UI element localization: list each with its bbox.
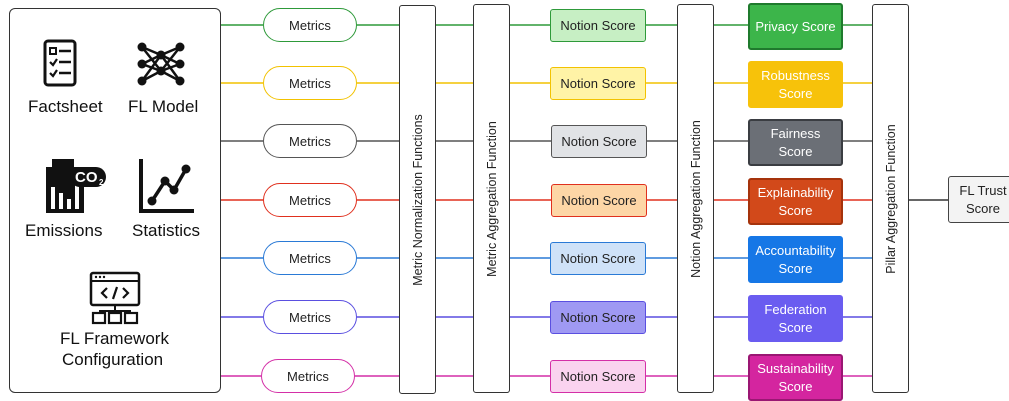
notion-aggregation-label: Notion Aggregation Function <box>688 119 703 278</box>
co2-factory-icon: CO 2 <box>46 159 106 213</box>
metrics-node: Metrics <box>263 66 357 100</box>
checklist-icon <box>43 39 77 87</box>
line-chart-icon <box>139 159 194 213</box>
metric-aggregation-label: Metric Aggregation Function <box>484 120 499 277</box>
code-window-icon <box>89 271 141 325</box>
pillar-score-label-line2: Score <box>778 85 813 101</box>
notion-score-box: Notion Score <box>550 301 646 334</box>
svg-text:CO: CO <box>75 169 98 186</box>
notion-score-box: Notion Score <box>550 67 646 100</box>
metric-normalization-functions: Metric Normalization Functions <box>399 5 436 394</box>
pillar-score-label-line2: Score <box>778 202 813 218</box>
emissions-label: Emissions <box>25 221 103 240</box>
fl-trust-line2: Score <box>966 200 1000 216</box>
metrics-node: Metrics <box>261 359 355 393</box>
metrics-node: Metrics <box>263 300 357 334</box>
notion-score-box: Notion Score <box>550 9 646 42</box>
metrics-node: Metrics <box>263 183 357 217</box>
pillar-score-label: Robustness <box>761 67 830 83</box>
fl-model-label: FL Model <box>128 97 199 116</box>
metric-aggregation-function: Metric Aggregation Function <box>473 4 510 393</box>
svg-text:2: 2 <box>99 178 104 187</box>
metrics-node: Metrics <box>263 8 357 42</box>
framework-label-line1: FL Framework <box>60 329 169 348</box>
pillar-score-label: Fairness <box>770 125 821 141</box>
pillar-score-label: Accountability <box>755 242 836 258</box>
notion-score-box: Notion Score <box>550 242 646 275</box>
pillar-score-label-line2: Score <box>778 260 813 276</box>
notion-score-box: Notion Score <box>551 184 647 217</box>
neural-network-icon <box>137 42 185 86</box>
pillar-score-label-line2: Score <box>778 319 813 335</box>
data-sources-panel: Factsheet FL Model CO 2 Emissions Statis… <box>9 8 221 393</box>
pillar-score-label: Explainability <box>757 184 834 200</box>
pillar-aggregation-function: Pillar Aggregation Function <box>872 4 909 393</box>
pillar-score-label: Sustainability <box>757 360 834 376</box>
pillar-score-label-line2: Score <box>778 378 813 394</box>
pillar-score-label: Privacy Score <box>755 18 836 34</box>
statistics-label: Statistics <box>132 221 201 240</box>
pillar-score-label: Federation <box>764 301 827 317</box>
factsheet-label: Factsheet <box>28 97 103 116</box>
framework-label-line2: Configuration <box>62 350 164 369</box>
metrics-node: Metrics <box>263 124 357 158</box>
fl-trust-score: FL Trust Score <box>948 176 1009 223</box>
pillar-aggregation-label: Pillar Aggregation Function <box>883 123 898 274</box>
pillar-score-label-line2: Score <box>778 143 813 159</box>
metrics-node: Metrics <box>263 241 357 275</box>
notion-score-box: Notion Score <box>551 125 647 158</box>
notion-aggregation-function: Notion Aggregation Function <box>677 4 714 393</box>
notion-score-box: Notion Score <box>550 360 646 393</box>
metric-normalization-label: Metric Normalization Functions <box>410 113 425 286</box>
fl-trust-line1: FL Trust <box>959 182 1007 198</box>
pillar-score-box: Privacy Score <box>748 3 843 50</box>
